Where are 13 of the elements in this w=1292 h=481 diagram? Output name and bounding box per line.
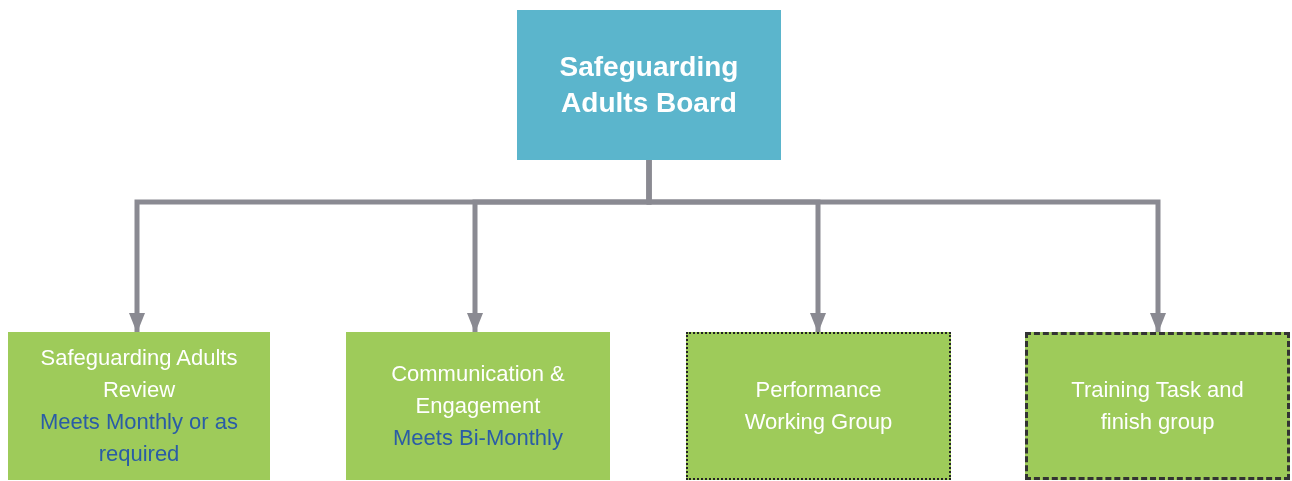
meeting-frequency: Meets Bi-Monthly xyxy=(393,424,563,452)
group-title: Training Task and finish group xyxy=(1070,376,1245,436)
group-box xyxy=(346,332,610,480)
group-box xyxy=(686,332,951,480)
meeting-frequency: Meets Monthly or as required xyxy=(38,408,240,468)
group-title: Communication & Engagement xyxy=(390,360,566,420)
board-box xyxy=(517,10,781,160)
group-title: Safeguarding Adults Board xyxy=(558,50,740,120)
group-title: Safeguarding Adults Review xyxy=(39,344,239,404)
group-box xyxy=(8,332,270,480)
group-box xyxy=(1025,332,1290,480)
connector-arrow xyxy=(646,160,1166,333)
group-title: Performance Working Group xyxy=(743,376,894,436)
